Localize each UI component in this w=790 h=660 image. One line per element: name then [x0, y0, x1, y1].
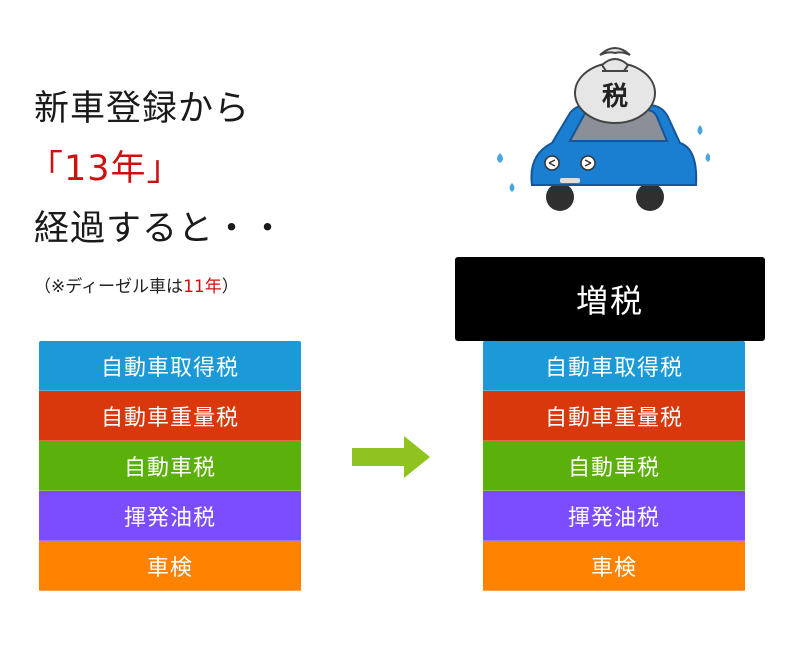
car-wheel: [636, 183, 664, 211]
heading-years: 「13年」: [28, 149, 183, 189]
car-tax-bag-illustration: 税: [497, 47, 710, 211]
taxes-before-stack: 自動車取得税 自動車重量税 自動車税 揮発油税 車検: [39, 341, 301, 591]
taxes-after-stack: 自動車取得税 自動車重量税 自動車税 揮発油税 車検: [483, 341, 745, 591]
tax-item-automobile: 自動車税: [39, 441, 301, 491]
bag-tax-label: 税: [602, 82, 628, 112]
car-wheel: [546, 183, 574, 211]
tax-item-inspection: 車検: [483, 541, 745, 591]
tax-increase-label: 増税: [455, 257, 765, 341]
tax-item-inspection: 車検: [39, 541, 301, 591]
sweat-drop-icon: [697, 125, 703, 135]
sweat-drop-icon: [497, 153, 503, 163]
tax-item-acquisition: 自動車取得税: [483, 341, 745, 391]
sweat-drop-icon: [705, 153, 710, 162]
note-suffix: ）: [221, 277, 239, 297]
right-arrow-icon: [352, 436, 430, 478]
tax-item-weight: 自動車重量税: [39, 391, 301, 441]
tax-item-gasoline: 揮発油税: [39, 491, 301, 541]
diesel-note: （※ディーゼル車は11年）: [34, 272, 239, 297]
heading-line-3: 経過すると・・: [34, 209, 287, 249]
tax-item-automobile: 自動車税: [483, 441, 745, 491]
note-prefix: （※ディーゼル車は: [34, 277, 184, 297]
tax-item-gasoline: 揮発油税: [483, 491, 745, 541]
heading-line-1: 新車登録から: [34, 89, 251, 129]
sweat-drop-icon: [509, 183, 515, 192]
tax-item-weight: 自動車重量税: [483, 391, 745, 441]
tax-item-acquisition: 自動車取得税: [39, 341, 301, 391]
note-highlight: 11年: [183, 277, 222, 297]
